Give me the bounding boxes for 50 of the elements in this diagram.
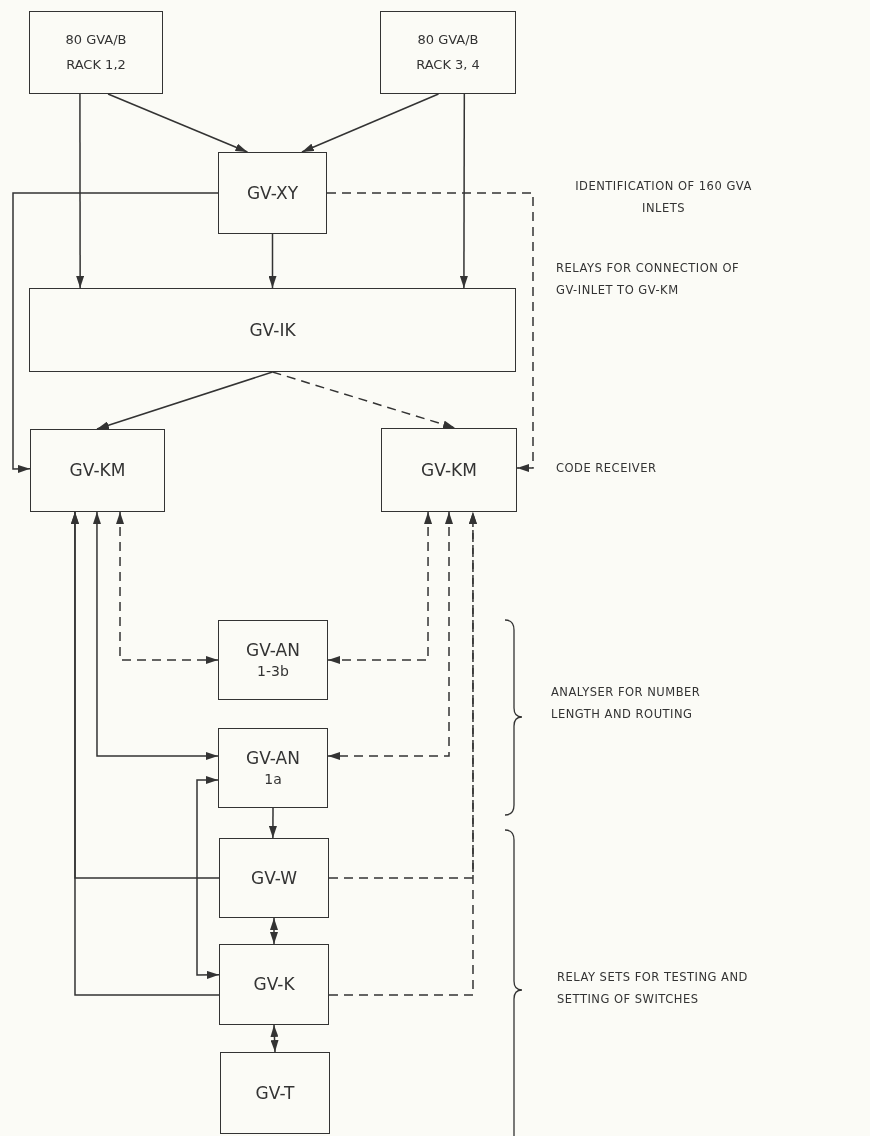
box-label: RACK 1,2 [66,55,126,74]
process-box [220,1052,330,1134]
process-box [381,428,517,512]
box-label: GV-XY [246,181,299,205]
process-box [219,944,329,1025]
connector-arrow [116,511,219,664]
annotation-text: CODE RECEIVER [556,460,658,477]
process-box [218,152,327,234]
box-label: GV-AN [246,747,300,770]
connector-arrow [301,93,440,153]
box-label: 80 GVA/B [65,30,127,49]
connector-arrow [328,511,477,996]
connector-arrow [327,511,433,664]
connector-arrow [459,93,468,289]
annotation-text: IDENTIFICATION OF 160 GVA INLETS [574,178,753,217]
box-label: GV-KM [69,459,126,482]
box-label: GV-W [250,866,298,890]
box-label: GV-IK [249,318,296,342]
box-label: 1a [264,770,282,789]
box-label: 1-3b [257,662,289,681]
connector-arrow [76,93,85,289]
box-label: GV-AN [246,639,300,662]
connector-arrow [96,371,274,430]
annotation-text: RELAYS FOR CONNECTION OF GV-INLET TO GV-KM [556,260,741,299]
box-label: RACK 3, 4 [416,55,480,74]
process-box [218,728,328,808]
connector-arrow [268,233,277,289]
annotation-text: ANALYSER FOR NUMBER LENGTH AND ROUTING [551,684,702,723]
connector-arrow [107,93,249,153]
connector-arrow [270,917,278,945]
connector-arrow [196,776,220,979]
process-box [219,838,329,918]
connector-arrow [327,511,453,760]
connector-arrow [271,371,456,429]
process-box [30,429,165,512]
connector-arrow [12,192,219,473]
process-box [380,11,516,94]
connector-arrow [326,192,534,472]
box-label: 80 GVA/B [417,30,479,49]
connector-arrow [92,511,219,760]
process-box [218,620,328,700]
process-box [29,11,163,94]
box-label: GV-T [255,1081,295,1105]
connector-arrow [270,1024,279,1053]
connector-arrow [70,511,220,996]
box-label: GV-K [253,973,295,996]
box-label: GV-KM [421,458,477,482]
connector-arrow [268,807,277,839]
annotation-text: RELAY SETS FOR TESTING AND SETTING OF SWITCHES [557,969,749,1008]
process-box [29,288,516,372]
